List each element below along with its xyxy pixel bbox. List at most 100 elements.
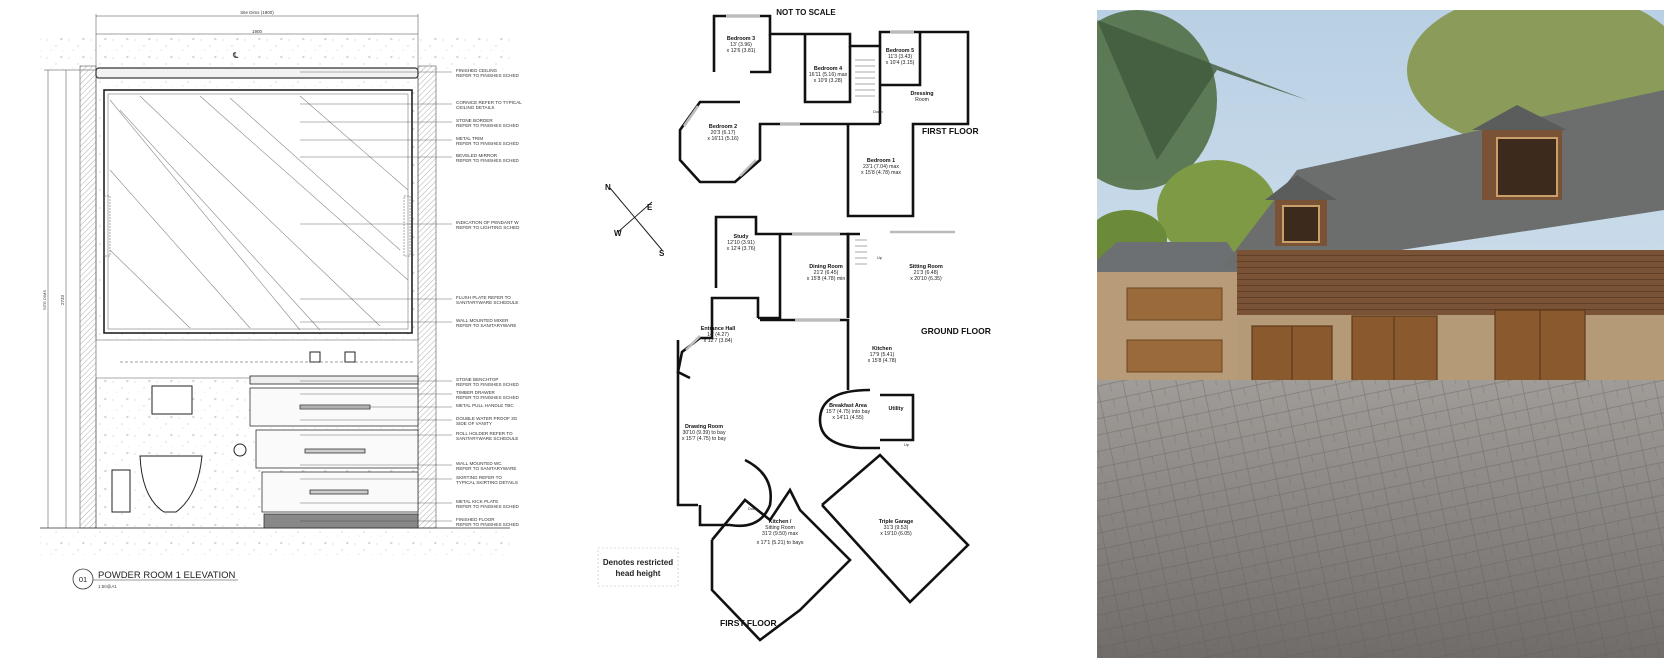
room-name: Breakfast Area — [829, 403, 868, 409]
room-name: Bedroom 2 — [709, 124, 737, 130]
room-dimension-1: 31'3 (9.53) — [884, 525, 909, 531]
room-dimension-2: x 12'4 (3.76) — [727, 246, 756, 252]
left-wall-section — [79, 65, 97, 529]
ceiling-void — [40, 34, 510, 70]
compass-n: N — [605, 183, 611, 192]
mixer-plate — [344, 351, 356, 363]
annotation-line-1: TIMBER DRAWER — [456, 390, 496, 395]
ground-floor-windows — [685, 230, 955, 351]
dormer-window — [1265, 175, 1337, 246]
annotation-line-1: CORNICE REFER TO TYPICAL — [456, 100, 522, 105]
room-dimension-2: x 16'11 (5.16) — [707, 136, 738, 142]
floor-plan-svg: NOT TO SCALE Down FIRST FLOOR N E S W — [597, 8, 991, 642]
room-name: Study — [734, 234, 749, 240]
room-labels: Bedroom 313' (3.96)x 12'6 (3.81)Bedroom … — [682, 36, 943, 546]
room-dimension-2: x 14'11 (4.55) — [832, 415, 863, 421]
restricted-height-legend — [597, 547, 679, 587]
room-dimension-1: 16'11 (5.16) max — [809, 72, 848, 78]
left-wing-house — [1097, 242, 1247, 382]
centerline-symbol: ℄ — [232, 51, 239, 60]
width-dim-label: 1900 — [252, 29, 263, 34]
room-dimension-1: 15'7 (4.75) into bay — [826, 409, 871, 415]
first-floor-windows — [682, 14, 914, 177]
height-dim-label: 2733 — [60, 294, 65, 305]
annotation-line-2: SIDE OF VANITY — [456, 421, 492, 426]
room-dimension-1: 30'10 (9.39) to bay — [682, 430, 726, 436]
room-name: Bedroom 1 — [867, 158, 895, 164]
house-exterior-photo — [1057, 0, 1664, 658]
annotation-line-1: DOUBLE WATER PROOF 3G — [456, 416, 518, 421]
compass-icon — [609, 187, 663, 251]
legend-line-1: Denotes restricted — [603, 558, 673, 567]
wall-mounted-wc — [111, 385, 247, 513]
annotation-line-1: METAL TRIM — [456, 136, 483, 141]
vertical-site-dims-label: SITE DIMS — [42, 290, 47, 310]
right-wall-section — [417, 65, 437, 529]
floor-plan: NOT TO SCALE Down FIRST FLOOR N E S W — [570, 0, 1090, 658]
room-name: Entrance Hall — [701, 326, 736, 332]
room-dimension-1: 21'3 (6.48) — [914, 270, 939, 276]
powder-room-elevation-drawing: Site Dims (1900) 1900 ℄ SITE DIMS 2733 — [0, 0, 560, 658]
photo-svg — [1057, 0, 1664, 658]
room-dimension-2: x 12'7 (3.84) — [704, 338, 733, 344]
room-name: Kitchen — [872, 346, 892, 352]
room-dimension-2: x 10'4 (3.15) — [886, 60, 915, 66]
annotation-line-2: REFER TO FINISHES SCHED — [456, 141, 520, 146]
room-dimension-2: x 20'10 (6.35) — [910, 276, 942, 282]
room-name: Sitting Room — [909, 264, 943, 270]
annotation-line-2: REFER TO SANITARYWARE — [456, 466, 517, 471]
annotation-line-1: WALL MOUNTED MIXER — [456, 318, 509, 323]
room-name: Triple Garage — [879, 519, 913, 525]
not-to-scale-label: NOT TO SCALE — [776, 8, 836, 17]
room-dimension-1: 23'1 (7.04) max — [863, 164, 899, 170]
elevation-svg: Site Dims (1900) 1900 ℄ SITE DIMS 2733 — [40, 10, 522, 590]
room-dimension-1: 13' (3.96) — [730, 42, 752, 48]
annotation-line-1: FLUSH PLATE REFER TO — [456, 295, 511, 300]
room-dimension-1: 20'3 (6.17) — [711, 130, 736, 136]
annotation-line-2: REFER TO FINISHES SCHED — [456, 158, 520, 163]
dormer-window — [1472, 105, 1567, 200]
compass-s: S — [659, 249, 665, 258]
room-dimension-2: x 12'6 (3.81) — [727, 48, 756, 54]
annotation-line-2: REFER TO SANITARYWARE — [456, 323, 517, 328]
room-dimension-2: x 15'8 (4.78) min — [807, 276, 846, 282]
room-dimension-2: x 10'9 (3.28) — [814, 78, 843, 84]
room-dimension-1: Room — [915, 97, 929, 103]
annotation-line-1: SKIRTING REFER TO — [456, 475, 502, 480]
annotation-line-2: TYPICAL SKIRTING DETAILS — [456, 480, 518, 485]
annotation-line-2: SANITARYWARE SCHEDULE — [456, 436, 518, 441]
annotation-line-1: METAL PULL HANDLE TBC — [456, 403, 514, 408]
room-name: Drawing Room — [685, 424, 723, 430]
stair-up-label-2: Up — [904, 443, 909, 447]
room-name: Utility — [889, 406, 904, 412]
ground-floor-label: GROUND FLOOR — [921, 326, 991, 336]
stair-down-label: Down — [873, 110, 883, 114]
annotation-line-1: METAL KICK PLATE — [456, 499, 498, 504]
annotation-line-2: REFER TO FINISHES SCHED — [456, 504, 520, 509]
room-dimension-1: 14' (4.27) — [707, 332, 729, 338]
annotation-line-2: REFER TO FINISHES SCHED — [456, 522, 520, 527]
annotation-line-2: SANITARYWARE SCHEDULE — [456, 300, 518, 305]
room-dimension-2: x 15'8 (4.78) — [868, 358, 897, 364]
annotation-line-2: REFER TO FINISHES SCHED — [456, 382, 520, 387]
room-dimension-2: x 15'8 (4.78) max — [861, 170, 901, 176]
annotation-line-1: STONE BENCHTOP — [456, 377, 498, 382]
cornice — [95, 67, 419, 79]
drawing-number: 01 — [79, 575, 87, 584]
annotation-line-2: REFER TO FINISHES SCHED — [456, 73, 520, 78]
legend-line-2: head height — [616, 569, 661, 578]
annotation-line-2: REFER TO LIGHTING SCHED — [456, 225, 520, 230]
drawing-title: POWDER ROOM 1 ELEVATION — [98, 570, 236, 581]
room-dimension-2: x 15'7 (4.75) to bay — [682, 436, 727, 442]
stairs — [855, 59, 875, 265]
stair-up-label: Up — [877, 256, 882, 260]
vanity-drawers — [249, 387, 419, 529]
first-floor-label: FIRST FLOOR — [922, 126, 979, 136]
annotation-line-1: BEVELED MIRROR — [456, 153, 498, 158]
ground-floor-walls — [676, 215, 970, 642]
annotation-line-1: WALL MOUNTED WC — [456, 461, 502, 466]
annotation-line-2: REFER TO FINISHES SCHED — [456, 395, 520, 400]
compass-e: E — [647, 203, 653, 212]
stone-benchtop — [249, 375, 419, 385]
